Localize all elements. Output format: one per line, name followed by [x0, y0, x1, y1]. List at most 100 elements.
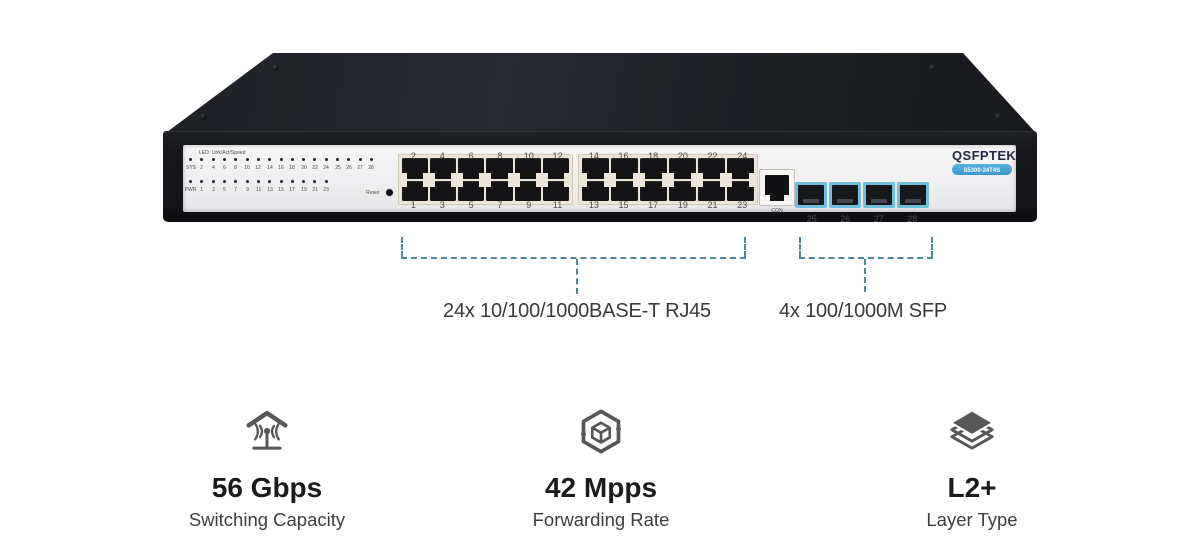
led-dot-icon	[302, 180, 306, 183]
port-number-text: 9	[526, 200, 532, 210]
led-label: 11	[255, 186, 262, 193]
led-label: 5	[223, 186, 226, 193]
rj45-port	[542, 158, 570, 179]
sfp-bracket-bar	[799, 257, 933, 259]
port-number: 3	[428, 195, 457, 213]
sfp-port-number: 25	[795, 209, 829, 227]
port-number-text: 21	[707, 200, 718, 210]
sfp-port-opening	[832, 185, 858, 205]
led-indicator: 11	[253, 180, 264, 194]
led-dot-icon	[234, 158, 238, 161]
led-dot-icon	[347, 158, 351, 161]
port-number-text: 20	[677, 151, 688, 161]
led-dot-icon	[245, 158, 249, 161]
led-indicator: 26	[343, 158, 354, 172]
led-indicator: 14	[264, 158, 275, 172]
led-indicator: 2	[196, 158, 207, 172]
led-indicator: 3	[208, 180, 219, 194]
led-indicator: 5	[219, 180, 230, 194]
led-label: 21	[312, 186, 318, 193]
sfp-port	[795, 182, 827, 208]
rj45-port	[640, 180, 667, 201]
port-number-text: 18	[648, 151, 659, 161]
led-dot-icon	[189, 158, 193, 161]
led-indicator: 6	[219, 158, 230, 172]
sfp-bracket-right	[931, 237, 933, 257]
led-label: 19	[300, 186, 307, 193]
sfp-port	[897, 182, 929, 208]
led-indicator: 28	[366, 158, 377, 172]
led-label: 15	[278, 186, 284, 193]
led-label: 17	[289, 186, 296, 193]
screw-icon	[995, 113, 1002, 120]
feature-layer-type: L2+ Layer Type	[802, 406, 1142, 530]
led-indicator: 16	[275, 158, 286, 172]
led-indicator: 27	[354, 158, 365, 172]
feature-label: Switching Capacity	[188, 509, 346, 530]
rj45-port	[698, 180, 725, 201]
port-number: 7	[485, 195, 514, 213]
led-dot-icon	[313, 180, 317, 183]
led-dot-icon	[256, 158, 260, 161]
port-number: 11	[543, 195, 572, 213]
console-port: CON	[759, 169, 795, 213]
wireless-antenna-icon	[97, 406, 437, 464]
feature-label: Layer Type	[926, 509, 1018, 530]
model-badge: S5300-24T4S	[952, 164, 1012, 175]
sfp-bracket-left	[799, 237, 801, 257]
sfp-port-number-text: 25	[806, 214, 817, 224]
led-indicator: 23	[321, 180, 332, 194]
rj45-port	[430, 158, 457, 179]
sfp-port-number: 26	[829, 209, 863, 227]
led-indicator: 24	[321, 158, 332, 172]
port-number: 16	[609, 146, 639, 164]
led-indicator: 20	[298, 158, 309, 172]
console-label: CON	[771, 207, 783, 214]
rj45-port	[640, 158, 667, 179]
model-number: S5300-24T4S	[963, 166, 1001, 173]
led-indicator: 4	[208, 158, 219, 172]
led-label: 8	[234, 164, 238, 171]
reset-button[interactable]	[385, 189, 393, 196]
port-number: 20	[668, 146, 698, 164]
port-number-text: 23	[737, 200, 748, 210]
led-indicator: 21	[309, 180, 320, 194]
port-number-text: 14	[588, 151, 599, 161]
led-dot-icon	[336, 158, 339, 161]
port-number-text: 7	[497, 200, 503, 210]
sfp-port-number: 28	[896, 209, 930, 227]
port-number-text: 19	[677, 200, 688, 210]
led-dot-icon	[223, 180, 227, 183]
led-dot-icon	[268, 180, 272, 183]
sfp-port-number-text: 28	[907, 214, 918, 224]
sfp-bracket-stem	[864, 259, 866, 292]
rj45-port	[611, 158, 638, 179]
led-label: 18	[289, 164, 296, 171]
led-indicator: 22	[309, 158, 320, 172]
port-number: 8	[485, 146, 514, 164]
feature-forwarding-rate: 42 Mpps Forwarding Rate	[431, 406, 771, 530]
sfp-port-opening	[900, 185, 926, 205]
rj45-port	[582, 158, 609, 179]
rj45-bracket-right	[744, 237, 746, 257]
rj45-port	[514, 180, 542, 201]
port-number-text: 24	[737, 151, 748, 161]
led-label: 24	[323, 164, 330, 171]
port-number-text: 3	[439, 200, 445, 210]
port-number-text: 17	[648, 200, 659, 210]
port-number-text: 6	[468, 151, 474, 161]
sfp-port	[829, 182, 861, 208]
feature-value: L2+	[947, 472, 997, 503]
led-label: 2	[200, 164, 204, 171]
rj45-port	[486, 158, 513, 179]
led-label: 3	[211, 186, 215, 193]
led-dot-icon	[256, 180, 260, 183]
port-number: 14	[579, 146, 609, 164]
